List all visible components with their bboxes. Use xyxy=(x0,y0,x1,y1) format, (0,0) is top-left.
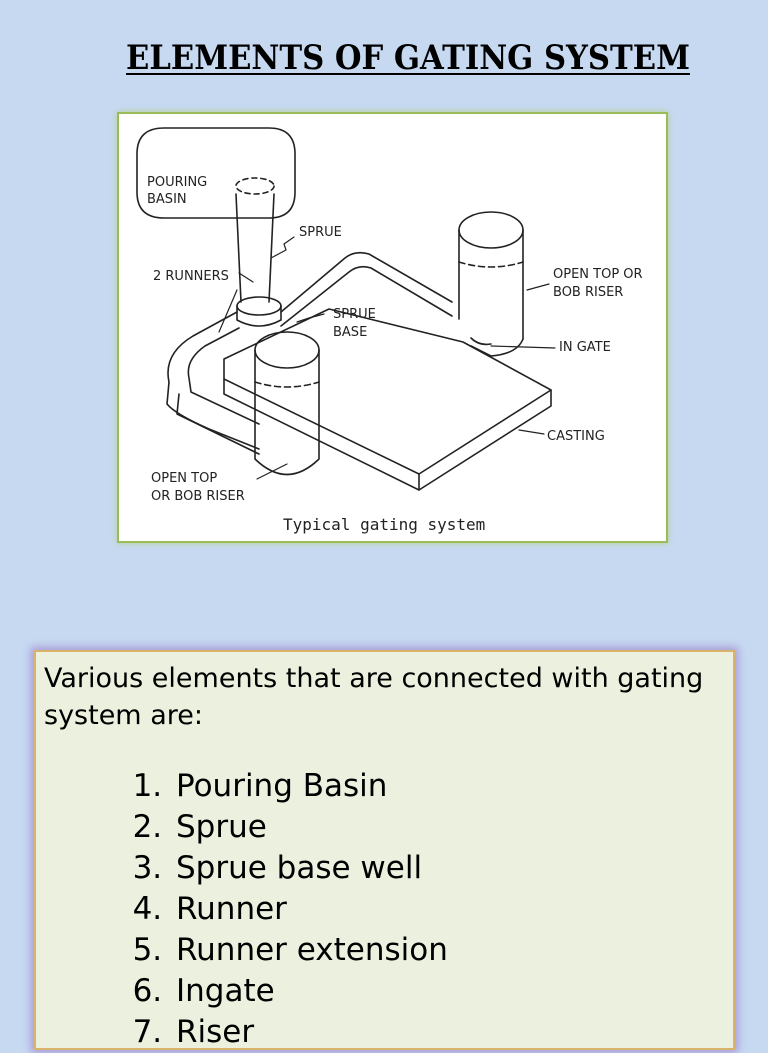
label-riser-left-1: OPEN TOP xyxy=(151,471,217,486)
runner-upper xyxy=(280,251,453,327)
elements-text-box: Various elements that are connected with… xyxy=(34,650,735,1050)
pouring-basin-shape xyxy=(136,127,296,219)
list-item: Sprue base well xyxy=(172,848,725,889)
label-in-gate: IN GATE xyxy=(559,340,611,355)
leader-riser-left xyxy=(256,463,288,480)
label-sprue-base-1: SPRUE xyxy=(333,307,376,322)
gating-system-figure: POURING BASIN SPRUE 2 RUNNERS SPRUE BASE… xyxy=(117,112,668,543)
label-riser-left-2: OR BOB RISER xyxy=(151,489,245,504)
leader-casting xyxy=(518,429,545,435)
list-item: Riser xyxy=(172,1012,725,1053)
riser-left-top xyxy=(254,331,320,369)
list-item: Runner extension xyxy=(172,930,725,971)
label-casting: CASTING xyxy=(547,429,605,444)
label-runners: 2 RUNNERS xyxy=(153,269,229,284)
leader-runners xyxy=(218,272,254,333)
figure-caption: Typical gating system xyxy=(283,515,485,534)
in-gate-mark xyxy=(470,337,492,346)
label-riser-right-2: BOB RISER xyxy=(553,285,623,300)
label-riser-right-1: OPEN TOP OR xyxy=(553,267,643,282)
label-sprue: SPRUE xyxy=(299,225,342,240)
runner-lower xyxy=(166,311,260,450)
label-pouring-basin-1: POURING xyxy=(147,175,207,190)
list-item: Pouring Basin xyxy=(172,766,725,807)
riser-right-top xyxy=(458,211,524,249)
leader-riser-right xyxy=(526,283,550,291)
list-item: Sprue xyxy=(172,807,725,848)
sprue-base-shape xyxy=(236,296,282,316)
list-item: Ingate xyxy=(172,971,725,1012)
label-sprue-base-2: BASE xyxy=(333,325,367,340)
sprue-shape xyxy=(235,193,275,303)
elements-list: Pouring Basin Sprue Sprue base well Runn… xyxy=(44,766,725,1053)
leader-in-gate xyxy=(490,345,556,349)
slide-title-text: ELEMENTS OF GATING SYSTEM xyxy=(126,38,690,78)
label-pouring-basin-2: BASIN xyxy=(147,192,187,207)
pouring-basin-opening xyxy=(235,177,275,195)
leader-sprue xyxy=(270,236,295,259)
slide-title: ELEMENTS OF GATING SYSTEM xyxy=(41,38,768,78)
gating-system-diagram: POURING BASIN SPRUE 2 RUNNERS SPRUE BASE… xyxy=(136,127,643,534)
list-item: Runner xyxy=(172,889,725,930)
leader-sprue-base xyxy=(296,313,325,323)
intro-text: Various elements that are connected with… xyxy=(44,663,704,731)
